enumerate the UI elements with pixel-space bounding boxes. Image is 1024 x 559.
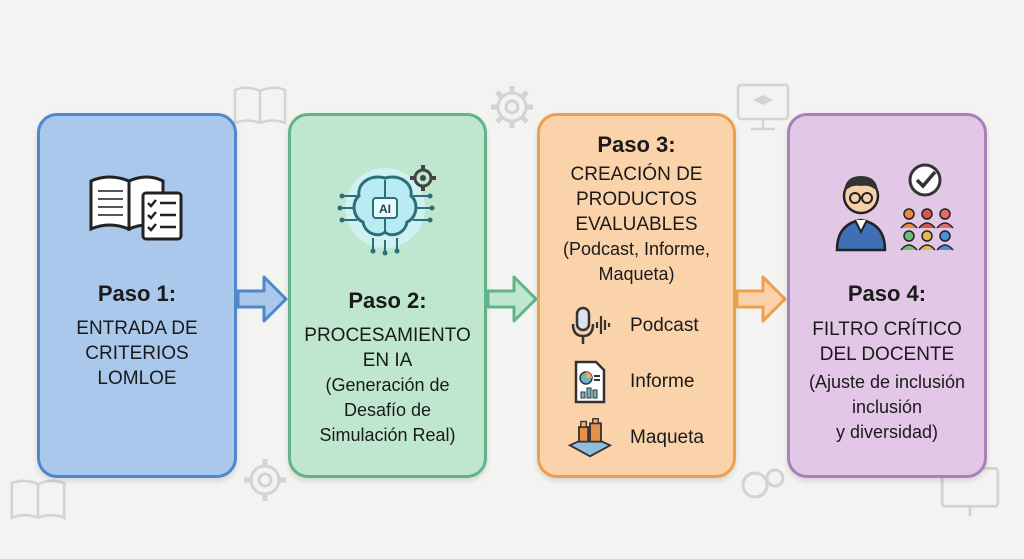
step-2-title: Paso 2: <box>348 288 427 313</box>
step-2-card: AI Paso 2: PROCESAMIENTO EN IA (Generaci… <box>288 113 487 478</box>
step-4-card: Paso 4: FILTRO CRÍTICO DEL DOCENTE (Ajus… <box>787 113 987 478</box>
step-3-sub-2: Maqueta) <box>598 264 675 284</box>
arrow-2-icon <box>486 275 538 323</box>
gear-background-icon-2 <box>244 459 286 501</box>
step-2-description: PROCESAMIENTO EN IA (Generación de Desaf… <box>297 323 478 448</box>
product-informe: Informe <box>568 360 727 404</box>
step-2-line-2: EN IA <box>362 350 413 371</box>
step-3-line-2: PRODUCTOS <box>575 189 698 210</box>
step-2-sub-3: Simulación Real) <box>319 425 456 445</box>
step-3-title: Paso 3: <box>597 132 676 157</box>
step-4-sub-1: (Ajuste de inclusión <box>808 372 966 392</box>
microphone-icon <box>568 304 612 348</box>
ai-brain-icon: AI <box>291 156 484 256</box>
product-maqueta: Maqueta <box>568 416 727 460</box>
step-3-card: Paso 3: CREACIÓN DE PRODUCTOS EVALUABLES… <box>537 113 736 478</box>
step-1-line-1: ENTRADA DE <box>76 318 198 339</box>
step-3-line-3: EVALUABLES <box>575 214 698 235</box>
product-podcast-label: Podcast <box>630 315 699 336</box>
step-4-description: FILTRO CRÍTICO DEL DOCENTE (Ajuste de in… <box>796 317 978 445</box>
step-1-line-3: LOMLOE <box>97 368 177 389</box>
monitor-background-icon <box>736 83 790 131</box>
step-4-sub-3: y diversidad) <box>835 422 939 442</box>
arrow-1-icon <box>236 275 288 323</box>
step-4-title: Paso 4: <box>847 281 927 306</box>
step-2-sub-2: Desafío de <box>343 400 432 420</box>
step-3-description: CREACIÓN DE PRODUCTOS EVALUABLES (Podcas… <box>546 162 727 287</box>
step-1-description: ENTRADA DE CRITERIOS LOMLOE <box>46 316 228 391</box>
step-4-sub-2: inclusión <box>851 397 923 417</box>
gear-background-icon <box>491 86 533 128</box>
ai-label: AI <box>379 202 391 216</box>
step-4-line-2: DEL DOCENTE <box>819 344 955 365</box>
book-background-icon-2 <box>10 479 66 520</box>
step-4-line-1: FILTRO CRÍTICO <box>812 319 962 340</box>
product-informe-label: Informe <box>630 371 695 392</box>
product-maqueta-label: Maqueta <box>630 427 704 448</box>
step-3-sub-1: (Podcast, Informe, <box>562 239 711 259</box>
book-background-icon <box>233 86 287 125</box>
arrow-3-icon <box>735 275 787 323</box>
step-2-sub-1: (Generación de <box>325 375 450 395</box>
book-checklist-icon <box>40 171 234 241</box>
step-1-card: Paso 1: ENTRADA DE CRITERIOS LOMLOE <box>37 113 237 478</box>
teacher-review-icon <box>790 158 984 258</box>
product-podcast: Podcast <box>568 304 727 348</box>
step-1-line-2: CRITERIOS <box>85 343 189 364</box>
step-1-title: Paso 1: <box>97 281 177 306</box>
gears-background-icon <box>741 468 785 499</box>
step-2-line-1: PROCESAMIENTO <box>304 325 471 346</box>
step-3-line-1: CREACIÓN DE <box>570 164 703 185</box>
model-blocks-icon <box>568 416 612 460</box>
report-document-icon <box>568 360 612 404</box>
